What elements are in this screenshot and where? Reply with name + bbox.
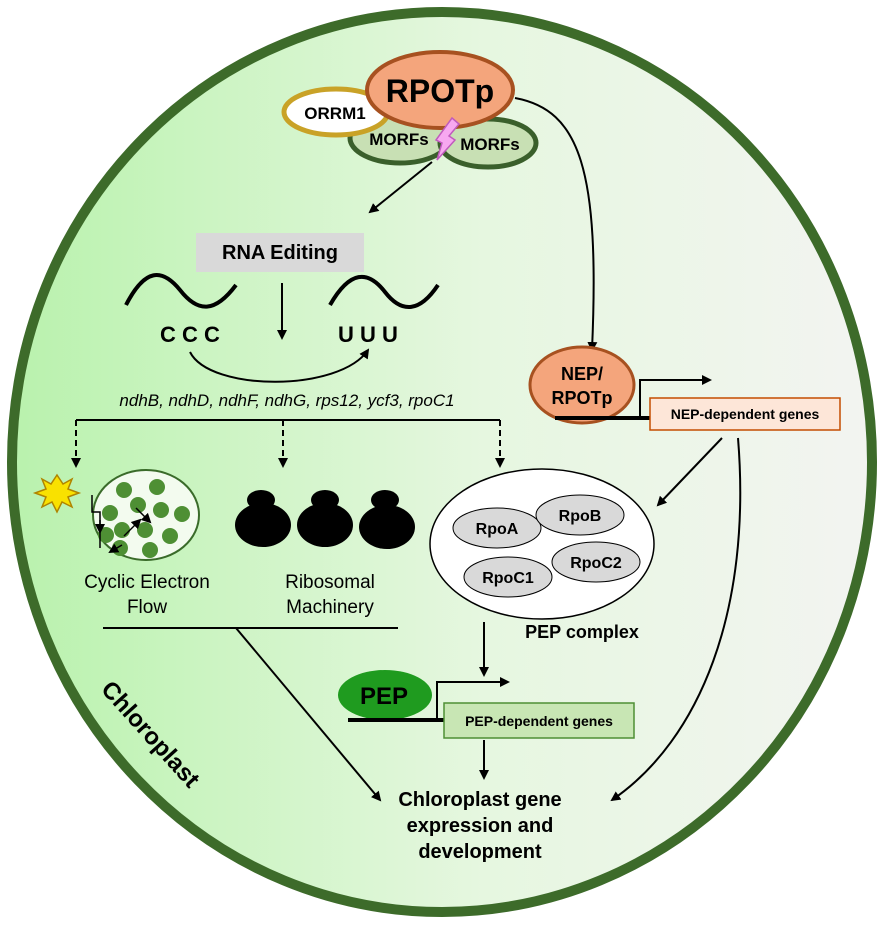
before-bases: C C C [160, 322, 220, 347]
result-line3: development [418, 841, 542, 863]
orrm1-label: ORRM1 [304, 104, 365, 123]
pep-genes-label: PEP-dependent genes [465, 713, 613, 729]
rpoc1-label: RpoC1 [482, 570, 534, 587]
rna-editing-label: RNA Editing [222, 242, 338, 264]
pep-complex-label: PEP complex [525, 622, 639, 642]
nep-genes-box [649, 397, 841, 431]
rpotp-oval [365, 50, 515, 130]
edited-genes-list: ndhB, ndhD, ndhF, ndhG, rps12, ycf3, rpo… [119, 391, 454, 410]
nep-label-line1: NEP/ [561, 364, 603, 384]
cyclic-electron-flow-line2: Flow [127, 597, 167, 618]
arrow-nep-to-pep-complex [656, 437, 723, 507]
rna-wave-before-icon [124, 273, 238, 309]
rpoc1-oval [463, 556, 553, 598]
light-burst-icon [32, 473, 82, 514]
nep-label-line2: RPOTp [552, 388, 613, 408]
rpob-oval [535, 494, 625, 536]
rpoa-oval [452, 507, 542, 549]
cyclic-electron-flow-line1: Cyclic Electron [84, 572, 210, 593]
pep-complex-oval [429, 468, 655, 620]
arrow-nep-to-result [610, 437, 742, 802]
rna-wave-after-icon [328, 274, 440, 310]
rpoc2-oval [551, 541, 641, 583]
result-line2: expression and [407, 815, 554, 837]
ribosome-icon [235, 490, 415, 549]
thylakoid-icon [91, 469, 200, 561]
pep-promoter-arrow [436, 677, 510, 720]
pep-genes-box [443, 702, 635, 739]
rna-editing-box [196, 233, 364, 272]
rpoa-label: RpoA [476, 521, 519, 538]
nep-promoter-arrow [639, 375, 712, 418]
after-bases: U U U [338, 322, 398, 347]
pep-label: PEP [360, 683, 408, 710]
ribosomal-machinery-line2: Machinery [286, 597, 374, 618]
nep-rpotp-oval [528, 345, 636, 425]
conversion-arrow [189, 348, 370, 383]
arrow-rpotp-to-nep [514, 97, 598, 352]
arrow-to-rna-editing [368, 161, 433, 214]
result-line1: Chloroplast gene [398, 789, 561, 811]
rpoc2-label: RpoC2 [570, 555, 622, 572]
pep-oval [338, 670, 432, 720]
rpotp-label: RPOTp [386, 73, 494, 109]
rpob-label: RpoB [559, 508, 602, 525]
arrow-outputs-to-result [235, 627, 382, 802]
morfs-right-label: MORFs [460, 135, 520, 154]
nep-genes-label: NEP-dependent genes [671, 406, 820, 422]
ribosomal-machinery-line1: Ribosomal [285, 572, 375, 593]
morfs-left-label: MORFs [369, 130, 429, 149]
editing-site-icon [434, 116, 461, 161]
